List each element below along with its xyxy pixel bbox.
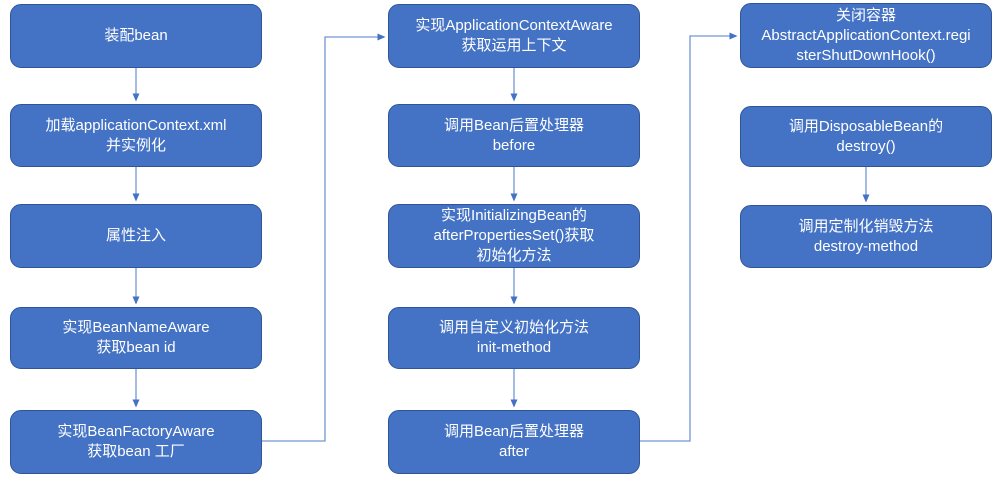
flow-node-destroy-method: 调用定制化销毁方法 destroy-method [740, 205, 992, 268]
flow-node-application-context-aware: 实现ApplicationContextAware 获取运用上下文 [388, 4, 640, 68]
flow-node-property-injection: 属性注入 [10, 204, 262, 268]
flow-node-post-processor-after: 调用Bean后置处理器 after [388, 410, 640, 474]
flow-node-bean-name-aware: 实现BeanNameAware 获取bean id [10, 307, 262, 369]
flow-node-initializing-bean: 实现InitializingBean的 afterPropertiesSet()… [388, 204, 640, 268]
flow-node-disposable-bean-destroy: 调用DisposableBean的 destroy() [740, 106, 992, 167]
elbow-col2-box5-to-col3-box1 [640, 32, 738, 442]
flow-node-init-method: 调用自定义初始化方法 init-method [388, 307, 640, 369]
flow-node-load-context-xml: 加载applicationContext.xml 并实例化 [10, 104, 262, 167]
elbow-col1-box5-to-col2-box1 [262, 33, 386, 442]
flow-node-close-container: 关闭容器 AbstractApplicationContext.regi ste… [740, 3, 992, 68]
flow-node-bean-factory-aware: 实现BeanFactoryAware 获取bean 工厂 [10, 410, 262, 474]
flow-node-post-processor-before: 调用Bean后置处理器 before [388, 104, 640, 167]
flow-node-assemble-bean: 装配bean [10, 4, 262, 68]
